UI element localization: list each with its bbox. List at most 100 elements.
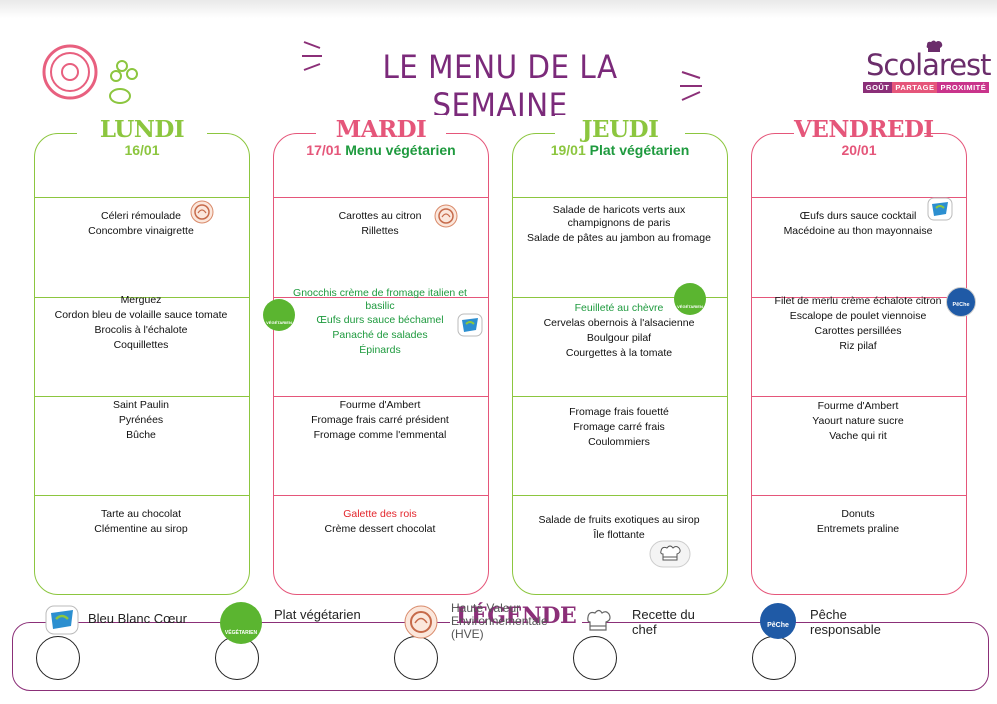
badge-label: VÉGÉTARIEN [224,630,258,636]
dish: Fromage frais carré président [311,414,449,426]
badge-label: VÉGÉTARIEN [677,303,703,309]
vegetarian-icon: VÉGÉTARIEN [263,299,295,331]
legend-label-plat-vegetarien: Plat végétarien [274,607,361,622]
dish: Merguez [120,294,162,306]
meal-main-lundi: Merguez Cordon bleu de volaille sauce to… [34,293,248,353]
dish: Fourme d'Ambert [339,399,421,411]
bleu-blanc-coeur-icon [457,313,483,337]
meal-starter-vendredi: Œufs durs sauce cocktail Macédoine au th… [751,209,965,239]
dish: Salade de fruits exotiques au sirop [538,514,700,526]
dish: Fourme d'Ambert [817,400,899,412]
legend-label-recette-chef: Recette du chef [632,607,695,637]
day-title-mardi: MARDI [316,115,446,145]
legend-circle [573,636,617,680]
meal-dessert-lundi: Tarte au chocolat Clémentine au sirop [34,507,248,537]
dish: Entremets praline [816,523,900,535]
meal-cheese-jeudi: Fromage frais fouetté Fromage carré frai… [512,405,726,450]
meal-dessert-mardi: Galette des rois Crème dessert chocolat [273,507,487,537]
brand-tag-gout: GOÛT [862,82,893,93]
bleu-blanc-coeur-icon [927,197,953,221]
dish: Macédoine au thon mayonnaise [783,225,933,237]
menu-note-mardi: Menu végétarien [345,142,456,158]
dish: Salade de haricots verts aux champignons… [552,204,686,229]
dish: Boulgour pilaf [586,332,652,344]
brand-tag-partage: PARTAGE [892,82,938,93]
day-title-jeudi: JEUDI [555,115,685,145]
meal-cheese-vendredi: Fourme d'Ambert Yaourt nature sucre Vach… [751,399,965,444]
badge-label: PêChe [767,621,789,629]
dish: Escalope de poulet viennoise [789,310,927,322]
dish: Carottes persillées [814,325,902,337]
meal-main-jeudi: Feuilleté au chèvre Cervelas obernois à … [512,301,726,361]
dish: Riz pilaf [839,340,877,352]
top-shadow [0,0,997,18]
dish: Bûche [126,429,156,441]
meal-dessert-jeudi: Salade de fruits exotiques au sirop Île … [512,513,726,543]
dish: Panaché de salades [332,329,428,341]
dish: Céleri rémoulade [101,210,181,222]
dish: Fromage carré frais [573,421,665,433]
badge-label: PêChe [952,302,970,308]
dish: Crème dessert chocolat [324,523,436,535]
fish-icon: PêChe [946,287,976,317]
dish: Rillettes [361,225,399,237]
chef-hat-icon [926,40,943,52]
dish: Courgettes à la tomate [565,347,673,359]
title-spark-left-icon [302,41,322,71]
chef-hat-icon [649,540,691,568]
dish: Coulommiers [588,436,650,448]
day-date-vendredi: 20/01 [841,142,877,158]
legend-label-hve: Haute Valeur Environnementale (HVE) [451,601,548,641]
legend-circle [752,636,796,680]
legend-label-peche-responsable: Pêche responsable [810,607,881,637]
chef-hat-icon [587,609,611,631]
dish: Galette des rois [343,508,417,520]
meal-cheese-mardi: Fourme d'Ambert Fromage frais carré prés… [273,398,487,443]
hve-icon [190,200,214,224]
brand-name: Scolarest [866,48,992,82]
dish: Œufs durs sauce béchamel [316,314,444,326]
dish: Clémentine au sirop [94,523,188,535]
day-title-vendredi: VENDREDI [794,115,934,145]
dish: Filet de merlu crème échalote citron [774,295,942,307]
menu-note-jeudi: Plat végétarien [589,142,690,158]
meal-main-vendredi: Filet de merlu crème échalote citron Esc… [751,294,965,354]
day-card-jeudi [512,133,728,595]
dish: Feuilleté au chèvre [574,302,664,314]
fish-icon: PêChe [760,603,796,639]
dish: Vache qui rit [829,430,887,442]
legend-label-bleu-blanc-coeur: Bleu Blanc Cœur [88,611,187,626]
dish: Carottes au citron [338,210,422,222]
meal-starter-jeudi: Salade de haricots verts aux champignons… [512,204,726,245]
dish: Cordon bleu de volaille sauce tomate [54,309,228,321]
day-date-lundi: 16/01 [124,142,160,158]
dish: Gnocchis crème de fromage italien et bas… [293,287,467,312]
dish: Œufs durs sauce cocktail [799,210,917,222]
donut-doodle-icon [42,44,138,104]
legend-title: LÉGENDE [450,603,583,629]
brand-logo: Scolarest GOÛT PARTAGE PROXIMITÉ [862,40,992,93]
dish: Yaourt nature sucre [812,415,904,427]
title-spark-right-icon [680,71,702,101]
hve-icon [404,605,438,639]
day-title-lundi: LUNDI [77,115,207,145]
hve-icon [434,204,458,228]
dish: Fromage frais fouetté [569,406,669,418]
meal-main-mardi: Gnocchis crème de fromage italien et bas… [273,287,487,358]
dish: Cervelas obernois à l'alsacienne [543,317,695,329]
brand-tag-proximite: PROXIMITÉ [937,82,990,93]
meal-starter-mardi: Carottes au citron Rillettes [273,209,487,239]
brand-tagline: GOÛT PARTAGE PROXIMITÉ [862,82,990,93]
dish: Île flottante [593,529,645,541]
meal-starter-lundi: Céleri rémoulade Concombre vinaigrette [34,209,248,239]
dish: Donuts [841,508,875,520]
page-title: LE MENU DE LA SEMAINE [382,48,618,124]
dish: Saint Paulin [112,399,170,411]
dish: Concombre vinaigrette [88,225,194,237]
badge-label: VÉGÉTARIEN [266,319,292,325]
legend-circle [36,636,80,680]
day-card-lundi [34,133,250,595]
vegetarian-icon: VÉGÉTARIEN [220,602,262,644]
meal-cheese-lundi: Saint Paulin Pyrénées Bûche [34,398,248,443]
legend-circle [394,636,438,680]
